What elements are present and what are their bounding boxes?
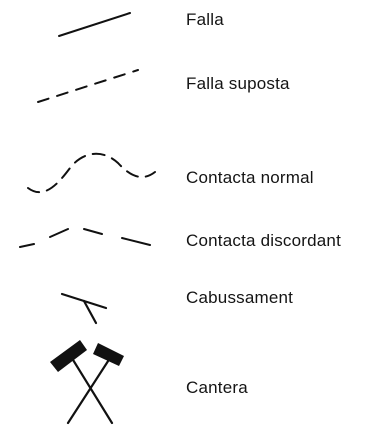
legend-label-cantera: Cantera: [186, 378, 248, 397]
legend-label-contacta-normal: Contacta normal: [186, 168, 314, 187]
legend-label-cabussament: Cabussament: [186, 288, 294, 307]
legend-label-falla-suposta: Falla suposta: [186, 74, 290, 93]
legend-label-contacta-discordant: Contacta discordant: [186, 231, 341, 250]
legend-label-falla: Falla: [186, 10, 224, 29]
